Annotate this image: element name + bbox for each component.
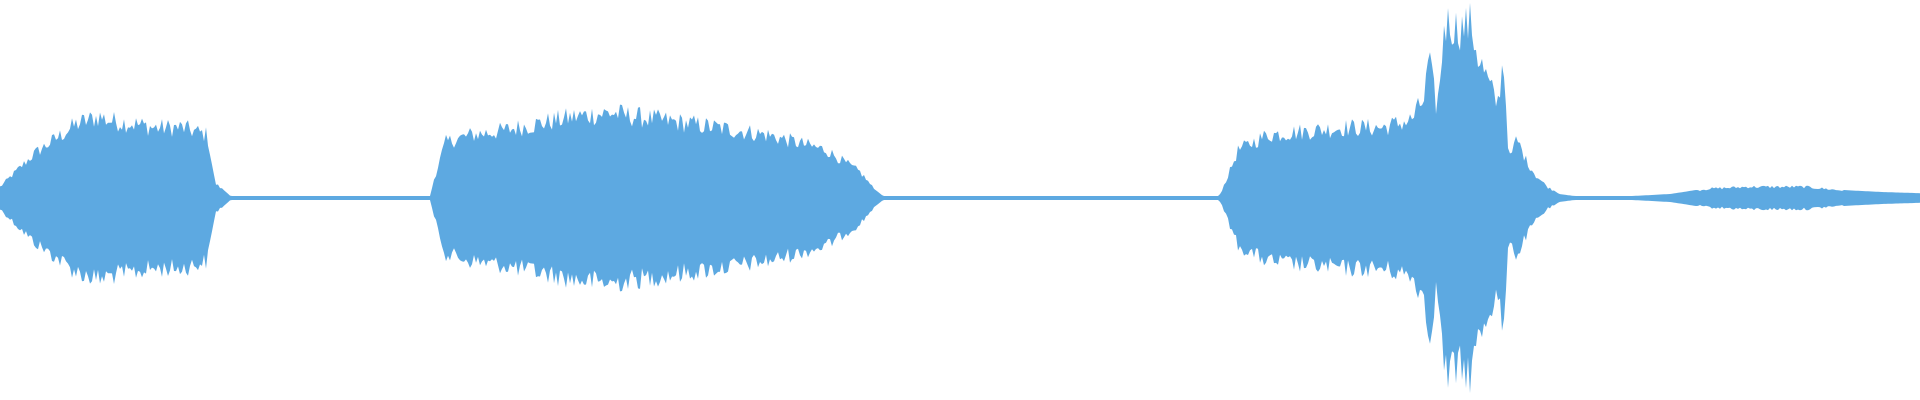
waveform-panel bbox=[0, 2, 1920, 394]
waveform-shape bbox=[0, 2, 1920, 394]
audio-waveform bbox=[0, 2, 1920, 394]
